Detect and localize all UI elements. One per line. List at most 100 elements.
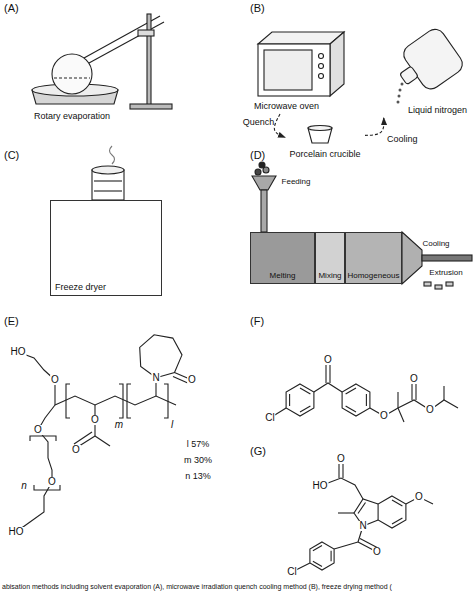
droplet: [397, 101, 400, 104]
atom-label: O: [425, 405, 435, 415]
bond: [313, 546, 322, 551]
hopper: [252, 176, 276, 190]
backbone-bond: [55, 396, 176, 405]
atom-label: O: [379, 411, 389, 421]
repeat-bracket: [30, 436, 56, 441]
bond: [334, 542, 358, 549]
homogenising-zone: Homogeneous: [345, 232, 402, 284]
edge-label: Cooling: [387, 134, 418, 143]
atom-label: O: [323, 355, 333, 365]
porcelain-crucible: Porcelain crucible: [285, 124, 365, 162]
bond: [331, 551, 332, 562]
node-label: Homogeneous: [346, 272, 401, 280]
benzene-ring: [286, 384, 314, 416]
dashed-arrow: [365, 118, 384, 135]
atom-label: O: [33, 425, 43, 435]
droplet: [401, 83, 404, 86]
oven-window: [264, 50, 312, 90]
bond: [358, 503, 366, 514]
panel-letter: (C): [4, 150, 19, 161]
oven-side: [330, 32, 344, 96]
extrudate-strand: [422, 255, 472, 261]
atom-label: Cl: [264, 413, 275, 423]
feed-granule: [259, 162, 265, 168]
benzene-ring: [310, 542, 334, 570]
freeze-dryer-box: Freeze dryer: [50, 200, 162, 296]
oven-front: [258, 44, 330, 96]
bond: [95, 436, 110, 446]
dewar-body: [389, 25, 466, 100]
atom-label: HO: [10, 347, 27, 357]
dashed-arrow: [274, 114, 285, 137]
bond: [300, 388, 310, 394]
atom-label: HO: [8, 527, 25, 537]
hopper-stem: [261, 190, 267, 232]
repeat-bracket: [164, 384, 168, 418]
atom-label: O: [336, 454, 346, 464]
benzene-ring: [378, 496, 406, 528]
repeat-bracket: [119, 384, 123, 418]
process-label: Feeding: [282, 178, 311, 186]
atom-label: O: [372, 547, 382, 557]
atom-label: O: [47, 477, 57, 487]
panel-letter: (B): [250, 3, 265, 14]
atom-label: O: [71, 445, 81, 455]
bond: [443, 386, 444, 400]
panel-letter: (D): [250, 150, 265, 161]
dewar-vessel: [400, 25, 466, 92]
bond: [289, 394, 290, 406]
mixing-zone: Mixing: [315, 232, 345, 284]
bond: [366, 394, 367, 406]
node-label: Porcelain crucible: [285, 150, 365, 159]
node-label: Mixing: [316, 272, 344, 280]
bond: [392, 500, 402, 506]
microwave-oven: Microwave oven: [250, 26, 350, 114]
composition-label: m 30%: [184, 456, 212, 465]
atom-label: N: [358, 521, 367, 531]
repeat-index: m: [115, 420, 123, 430]
node-label: Liquid nitrogen: [408, 106, 467, 115]
liquid-level: [54, 77, 90, 78]
pellet: [435, 285, 442, 289]
chamber-shelf: [94, 190, 122, 191]
clamp: [138, 30, 154, 36]
bond: [392, 518, 402, 524]
dewar-spout: [400, 66, 419, 85]
artwork-group: [16, 14, 472, 572]
repeat-index: l: [171, 420, 173, 430]
edge-label: Quench: [243, 117, 275, 126]
atom-label: O: [414, 492, 424, 502]
bond: [325, 362, 326, 383]
benzene-ring: [342, 384, 370, 416]
process-label: Extrusion: [429, 269, 462, 277]
bond: [74, 432, 92, 444]
atom-label: O: [50, 375, 60, 385]
bond: [346, 406, 356, 412]
bond: [329, 362, 330, 383]
composition-label: n 13%: [185, 472, 211, 481]
die-nozzle: [402, 232, 422, 284]
composition-label: l 57%: [187, 440, 210, 449]
figure-caption: abisation methods including solvent evap…: [2, 583, 392, 590]
atom-label: N: [151, 373, 160, 383]
oven-button: [319, 64, 324, 69]
round-flask: [52, 54, 92, 94]
bond: [338, 512, 354, 513]
vapour: [110, 146, 115, 164]
feed-granule: [255, 169, 261, 175]
process-label: Cooling: [422, 240, 449, 248]
atom-label: Cl: [286, 567, 297, 577]
lactam-ring: [140, 335, 182, 378]
panel-letter: (F): [250, 316, 264, 327]
node-label: Freeze dryer: [55, 283, 106, 292]
crucible-rim: [308, 126, 332, 131]
droplets: [397, 83, 404, 104]
bond: [313, 561, 322, 566]
melting-zone: Melting: [250, 232, 315, 284]
repeat-bracket: [66, 384, 70, 418]
panel-letter: (A): [4, 3, 19, 14]
node-label: Microwave oven: [254, 102, 319, 111]
bond: [397, 392, 398, 408]
